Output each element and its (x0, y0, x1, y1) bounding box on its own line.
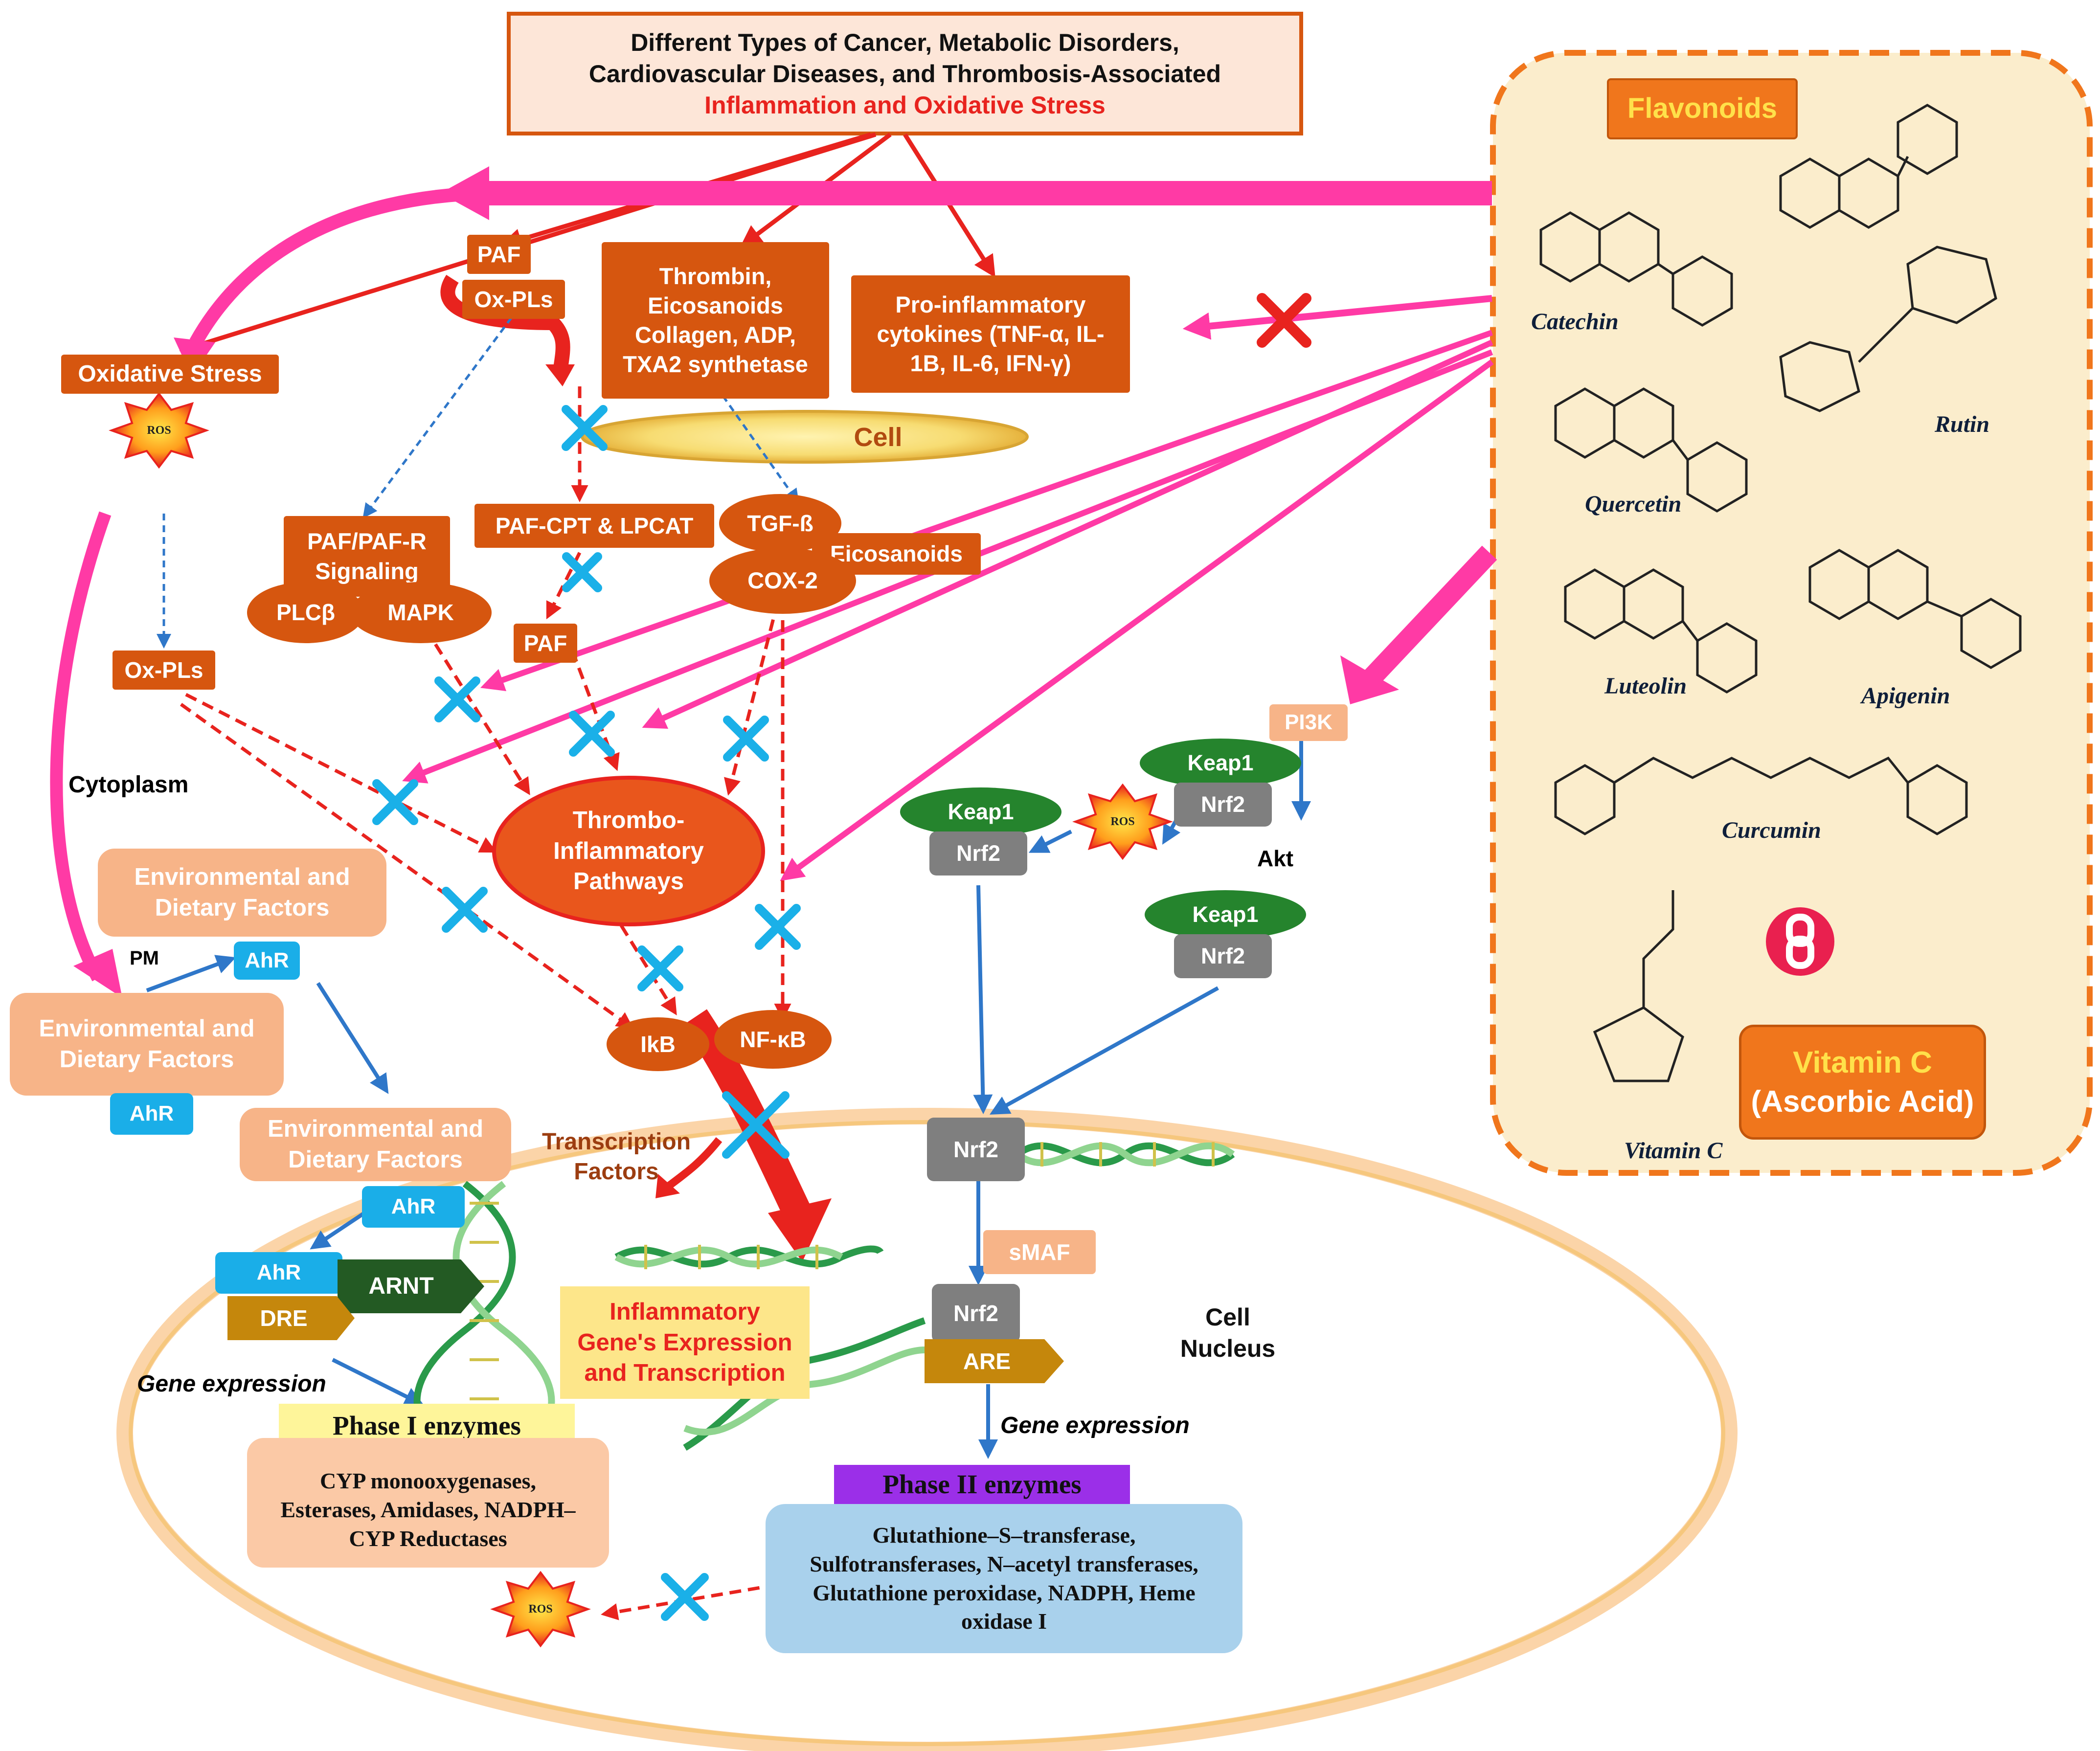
nrf2-box-are: Nrf2 (932, 1284, 1020, 1343)
thrombo-ellipse (492, 776, 765, 926)
gene-expression-left: Gene expression (137, 1371, 326, 1397)
ros-burst-3 (490, 1571, 591, 1648)
cytokines-box: Pro-inflammatory cytokines (TNF-α, IL- 1… (851, 275, 1130, 393)
cell-nucleus-label: Cell Nucleus (1180, 1303, 1276, 1362)
nrf2-box-top: Nrf2 (1174, 783, 1272, 827)
env-factors-box-1: Environmental and Dietary Factors (98, 849, 386, 937)
flavonoids-title: Flavonoids (1607, 78, 1798, 139)
ox-pls-lower-box: Ox-PLs (113, 651, 215, 690)
link-icon (1786, 914, 1814, 969)
quercetin-label: Quercetin (1585, 491, 1682, 517)
env-factors-box-3: Environmental and Dietary Factors (240, 1108, 511, 1181)
env-factors-box-2: Environmental and Dietary Factors (10, 993, 284, 1096)
header-line-1: Different Types of Cancer, Metabolic Dis… (631, 28, 1179, 56)
apigenin-label: Apigenin (1861, 683, 1950, 709)
ahr-box-3: AhR (362, 1186, 465, 1228)
mapk-ellipse: MAPK (350, 582, 492, 643)
ahr-box-4: AhR (215, 1252, 342, 1294)
vitamin-c-line-2: (Ascorbic Acid) (1751, 1084, 1974, 1119)
are-arrow: ARE (925, 1339, 1064, 1383)
ros-label-3: ROS (528, 1602, 553, 1616)
header-box (507, 12, 1303, 135)
curcumin-label: Curcumin (1722, 817, 1821, 843)
vitamin-c-box: Vitamin C (Ascorbic Acid) (1739, 1025, 1986, 1140)
cytoplasm-label: Cytoplasm (68, 772, 189, 798)
rutin-label: Rutin (1935, 411, 1990, 437)
keap1-oval-left: Keap1 (900, 787, 1061, 836)
ros-burst-2 (1072, 783, 1173, 860)
oxidative-stress-box: Oxidative Stress (61, 355, 279, 394)
luteolin-label: Luteolin (1604, 673, 1687, 699)
compound-panel (1490, 50, 2093, 1176)
keap1-oval-top: Keap1 (1140, 739, 1301, 787)
plcb-ellipse: PLCβ (247, 582, 364, 643)
ikb-ellipse: IkB (607, 1017, 709, 1071)
pink-arrows (50, 166, 1497, 998)
phase2-title: Phase II enzymes (834, 1465, 1130, 1504)
dre-arrow: DRE (227, 1296, 355, 1340)
ros-label-2: ROS (1110, 815, 1135, 828)
nrf2-box-right: Nrf2 (1174, 934, 1272, 978)
paf-cpt-box: PAF-CPT & LPCAT (474, 504, 714, 548)
nrf2-box-nucleus: Nrf2 (927, 1118, 1025, 1181)
cytokines-line-2: cytokines (TNF-α, IL- (877, 320, 1105, 347)
ahr-box-2: AhR (110, 1093, 193, 1135)
catechin-label: Catechin (1531, 309, 1619, 335)
paf-box: PAF (467, 235, 531, 274)
gene-expression-right: Gene expression (1000, 1413, 1190, 1439)
cytokines-line-3: 1B, IL-6, IFN-γ) (910, 350, 1071, 377)
nrf2-box-left: Nrf2 (929, 831, 1027, 876)
thrombin-text: Thrombin, Eicosanoids Collagen, ADP, (634, 263, 796, 348)
smaf-box: sMAF (983, 1230, 1096, 1274)
txa2-label: TXA2 (623, 351, 682, 378)
paf-small-box: PAF (514, 624, 577, 663)
nfkb-ellipse: NF-κB (714, 1010, 832, 1069)
vitamin-c-structure-label: Vitamin C (1624, 1138, 1723, 1164)
inflammatory-genes-box: Inflammatory Gene's Expression and Trans… (560, 1286, 810, 1399)
cox2-ellipse: COX-2 (709, 548, 856, 614)
inhibit-marks (372, 405, 801, 1621)
akt-label: Akt (1257, 845, 1294, 871)
cell-membrane (581, 410, 1029, 464)
thrombo-label: Thrombo-Inflammatory Pathways (553, 807, 704, 895)
pi3k-box: PI3K (1269, 704, 1348, 741)
vitamin-c-line-1: Vitamin C (1793, 1046, 1932, 1080)
phase2-body: Glutathione–S–transferase, Sulfotransfer… (766, 1504, 1242, 1653)
synthetase-label: synthetase (688, 351, 808, 378)
molecule-structures (1539, 104, 2022, 1082)
arnt-arrow: ARNT (338, 1259, 484, 1313)
header-line-3: Inflammation and Oxidative Stress (704, 91, 1106, 119)
cell-label: Cell (854, 423, 903, 452)
transcription-factors-label: Transcription Factors (542, 1128, 691, 1185)
ros-burst-1 (109, 392, 209, 469)
phase1-body: CYP monooxygenases, Esterases, Amidases,… (247, 1438, 609, 1568)
cytokines-line-1: Pro-inflammatory (895, 291, 1086, 317)
ox-pls-box: Ox-PLs (462, 280, 565, 319)
header-line-2: Cardiovascular Diseases, and Thrombosis-… (588, 60, 1221, 88)
ahr-box-1: AhR (234, 942, 300, 980)
thrombin-box: Thrombin, Eicosanoids Collagen, ADP, TXA… (602, 242, 829, 399)
ros-label-1: ROS (147, 424, 171, 437)
keap1-oval-right: Keap1 (1145, 890, 1306, 939)
header-title: Different Types of Cancer, Metabolic Dis… (509, 14, 1301, 134)
block-x-cytokines (1257, 293, 1311, 348)
pm-label: PM (130, 947, 159, 969)
